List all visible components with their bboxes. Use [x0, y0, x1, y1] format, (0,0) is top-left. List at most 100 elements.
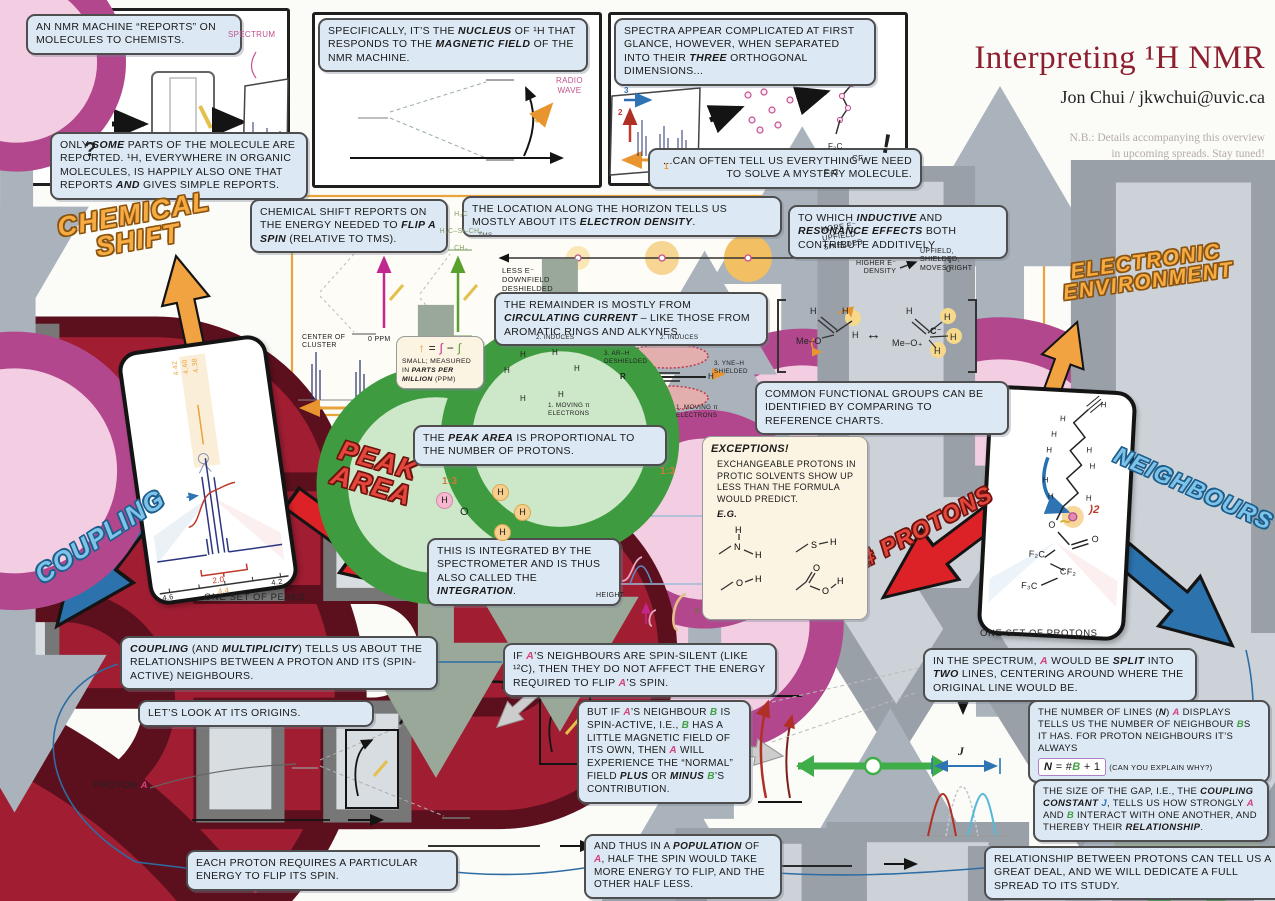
box-exceptions: EXCEPTIONS! EXCHANGEABLE PROTONS IN PROT… — [702, 436, 868, 620]
alkyne-ynh-label: 3. YNE–H SHIELDED — [714, 360, 748, 375]
box-chemical-shift-reports: CHEMICAL SHIFT REPORTS ON THE ENERGY NEE… — [250, 199, 448, 254]
one-set-of-protons-label: ONE SET OF PROTONS — [980, 628, 1098, 639]
thiol-structure: S H — [795, 537, 837, 553]
alcohol-structure: O H — [720, 574, 762, 591]
res-h5: H — [944, 312, 951, 322]
mol-h8: H — [1085, 493, 1093, 503]
res-cminus: C⁻ — [930, 326, 942, 336]
box-integration: THIS IS INTEGRATED BY THE SPECTROMETER A… — [427, 538, 621, 606]
mol-cf2: CF₂ — [1059, 566, 1077, 578]
mol-h7: H — [1047, 491, 1055, 501]
tms-structure: H₃C H₃C–Si–CH₃ CH₃ — [424, 203, 498, 253]
peak-zoom-spectrum — [153, 353, 289, 595]
ratio-molecule: 1:3 — [442, 476, 458, 487]
caption-spectra: SPECTRA APPEAR COMPLICATED AT FIRST GLAN… — [614, 18, 876, 86]
page-title: Interpreting ¹H NMR — [974, 40, 1265, 76]
box-coupling-constant: THE SIZE OF THE GAP, I.E., THE COUPLING … — [1033, 779, 1269, 842]
mystery-f2c: F₂C — [828, 142, 843, 151]
svg-text:N: N — [734, 542, 741, 552]
benzene-h2: H — [520, 350, 527, 359]
ppm-text: SMALL; MEASURED IN PARTS PER MILLION (PP… — [402, 358, 472, 383]
mystery-f3c: F₃C — [824, 168, 839, 177]
question-mark: ? — [84, 139, 97, 161]
axis-4-2: 4.2 — [270, 576, 284, 588]
res-h6: H — [950, 332, 957, 342]
mol-h1: H — [1059, 414, 1067, 424]
benzene-arh-label: 3. AR–H DESHIELDED — [604, 350, 648, 365]
title-block: Interpreting ¹H NMR Jon Chui / jkwchui@u… — [925, 40, 1265, 162]
zero-ppm-label: 0 PPM — [368, 336, 391, 343]
proton-a-label: PROTON A — [94, 780, 148, 791]
mol-h3: H — [1046, 445, 1053, 455]
tms-label: TMS — [478, 232, 493, 239]
nb-note: N.B.: Details accompanying this overview… — [1069, 132, 1265, 161]
times-two-label: )2 — [1088, 503, 1100, 517]
res-meo: Me–O — [796, 336, 822, 346]
more-e-label: MORE E⁻ UPFIELD SHIELDED — [820, 219, 864, 252]
exceptions-title: EXCEPTIONS! — [711, 443, 789, 455]
higher-density-label: HIGHER E⁻ DENSITY — [856, 260, 897, 276]
axis-4-6: 4.6 — [161, 592, 175, 603]
res-meo2: Me–O₊ — [892, 338, 923, 348]
zoom-phone-peaks: 4.42 4.40 4.38 2.0 4.6 4.4 4.2 — [115, 332, 301, 608]
box-population: AND THUS IN A POPULATION OF A, HALF THE … — [584, 834, 782, 900]
box-each-proton: EACH PROTON REQUIRES A PARTICULAR ENERGY… — [186, 850, 458, 891]
res-h2: H — [842, 306, 849, 316]
box-origins: LET’S LOOK AT ITS ORIGINS. — [138, 700, 374, 728]
mol-h2: H — [1050, 429, 1058, 439]
box-split-two-lines: IN THE SPECTRUM, A WOULD BE SPLIT INTO T… — [923, 648, 1197, 703]
tms-bot: CH₃ — [454, 244, 468, 252]
box-spin-active: BUT IF A’S NEIGHBOUR B IS SPIN-ACTIVE, I… — [577, 700, 751, 804]
box-ppm: ↑ = ∫ − ∫ SMALL; MEASURED IN PARTS PER M… — [396, 336, 484, 390]
mol-o-ester: O — [1048, 519, 1056, 530]
mystery-cf2: CF₂ — [852, 154, 867, 163]
n-equals-formula: N = #B + 1 — [1038, 757, 1107, 776]
box-location-horizon: THE LOCATION ALONG THE HORIZON TELLS US … — [462, 196, 782, 237]
svg-text:O: O — [822, 586, 829, 596]
tms-top: H₃C — [454, 211, 468, 219]
methanol-oh-proton: H — [436, 492, 453, 509]
box-functional-groups: COMMON FUNCTIONAL GROUPS CAN BE IDENTIFI… — [755, 381, 1009, 436]
res-h7: H — [934, 346, 941, 356]
alkyne-induces-label: 2. INDUCES — [660, 334, 699, 341]
benzene-h3: H — [552, 348, 559, 357]
svg-text:S: S — [811, 540, 817, 550]
resonance-arrow: ↔ — [866, 326, 882, 343]
methanol-h3: H — [494, 524, 511, 541]
exceptions-eg: E.G. — [717, 508, 738, 520]
benzene-h4: H — [574, 364, 581, 373]
one-set-of-peaks-label: ONE SET OF PEAKS — [204, 592, 306, 603]
spectrum-label: SPECTRUM — [228, 30, 276, 39]
box-relationship: RELATIONSHIP BETWEEN PROTONS CAN TELL US… — [984, 846, 1275, 901]
alkyne-r: R — [620, 372, 627, 381]
radio-wave-label: RADIO WAVE — [556, 76, 583, 95]
caption-nucleus: SPECIFICALLY, IT’S THE NUCLEUS OF ¹H THA… — [318, 18, 588, 73]
height-label: HEIGHT — [596, 592, 625, 599]
mol-f2c: F₂C — [1028, 548, 1046, 560]
amine-structure: N H H — [718, 525, 762, 560]
integral-value: 2.0 — [211, 574, 226, 586]
mol-h5: H — [1089, 461, 1096, 471]
center-of-cluster-label: CENTER OF CLUSTER — [302, 334, 346, 350]
mol-f3c: F₃C — [1020, 580, 1038, 592]
res-h4: H — [906, 306, 913, 316]
methanol-o: O — [460, 506, 469, 518]
benzene-h6: H — [520, 394, 527, 403]
integration-delta-icon: ↑ = ∫ − ∫ — [418, 341, 462, 355]
author-line: Jon Chui / jkwchui@uvic.ca — [1060, 87, 1265, 107]
svg-text:O: O — [736, 578, 743, 588]
j-label: J — [958, 744, 965, 758]
box-peak-area: THE PEAK AREA IS PROPORTIONAL TO THE NUM… — [413, 425, 667, 466]
exceptions-body: EXCHANGEABLE PROTONS IN PROTIC SOLVENTS … — [717, 459, 856, 505]
mol-h6: H — [1042, 475, 1050, 485]
box-coupling-multiplicity: COUPLING (AND MULTIPLICITY) TELLS US ABO… — [120, 636, 438, 691]
methanol-h1: H — [492, 484, 509, 501]
svg-text:H: H — [755, 574, 762, 584]
less-e-label: LESS E⁻ DOWNFIELD DESHIELDED — [502, 266, 553, 293]
benzene-induces-label: 2. INDUCES — [536, 334, 575, 341]
mol-o-carbonyl: O — [1091, 533, 1100, 545]
svg-text:H: H — [830, 537, 837, 547]
methanol-h2: H — [514, 504, 531, 521]
svg-text:H: H — [837, 576, 844, 586]
